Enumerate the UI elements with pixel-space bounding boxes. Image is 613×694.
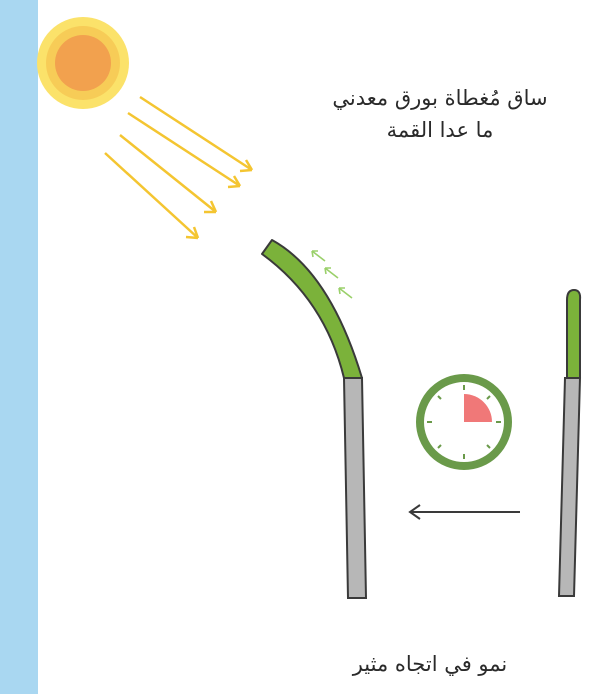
timer-clock-icon xyxy=(420,378,508,466)
caption-line-1: ساق مُغطاة بورق معدني xyxy=(290,82,590,114)
straight-stem xyxy=(559,290,580,596)
sun-icon xyxy=(37,17,129,109)
light-rays xyxy=(105,97,252,238)
caption-line-2: ما عدا القمة xyxy=(290,114,590,146)
bent-stem xyxy=(262,240,366,598)
growth-direction-caption: نمو في اتجاه مثير xyxy=(300,648,560,680)
stem-covered-caption: ساق مُغطاة بورق معدني ما عدا القمة xyxy=(290,82,590,146)
left-arrow-icon xyxy=(410,505,520,519)
